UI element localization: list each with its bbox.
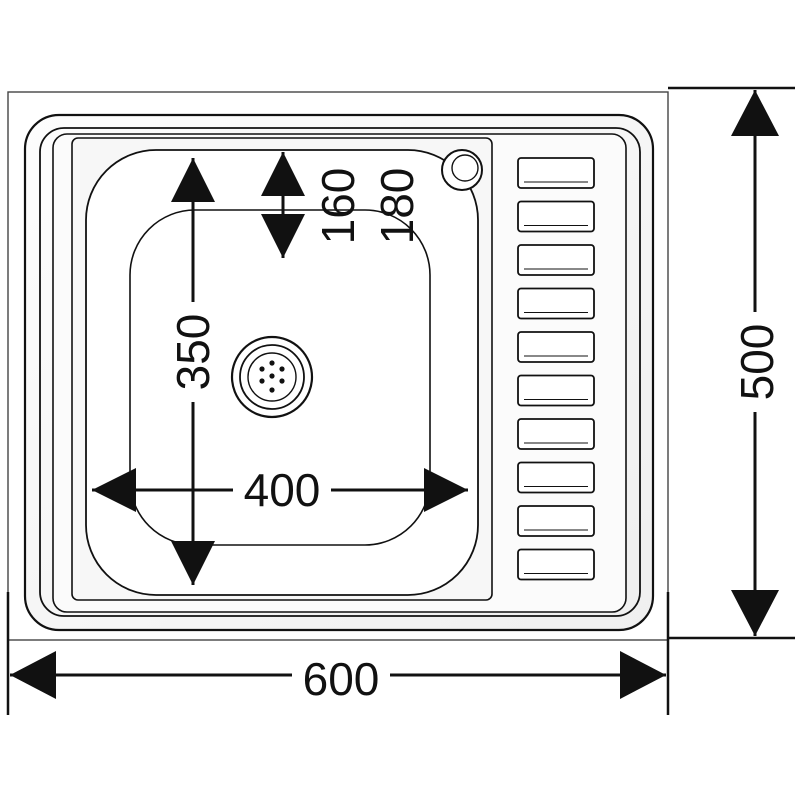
drainboard — [517, 157, 595, 581]
drainboard-rib — [517, 331, 595, 363]
sink-rim-inner — [39, 127, 641, 617]
dim-overall-width-arrow-start — [10, 651, 56, 699]
dim-overall-depth-arrow-end — [731, 590, 779, 636]
dim-bowl-length-arrow-end — [171, 541, 215, 585]
drainboard-rib — [517, 374, 595, 407]
drainboard-rib — [517, 418, 595, 450]
faucet-hole-outer — [441, 149, 483, 191]
drainboard-rib — [517, 200, 595, 233]
dim-overall-width-arrow-end — [620, 651, 666, 699]
dim-overall-depth-arrow-start — [731, 90, 779, 136]
dim-bowl-depth-arrow-end — [261, 214, 305, 258]
overall-depth-label: 500 — [731, 324, 783, 401]
drainboard-rib — [517, 157, 595, 189]
overall-width-label: 600 — [303, 653, 380, 705]
drain — [230, 335, 314, 419]
drainboard-rib — [517, 287, 595, 320]
bowl-depth-bottom-label: 160 — [312, 168, 364, 245]
dim-bowl-depth-arrow-start — [261, 152, 305, 196]
drain-inner-ring — [247, 352, 297, 402]
drainboard-rib — [517, 548, 595, 581]
dim-bowl-width-arrow-end — [424, 468, 468, 512]
bowl-width-label: 400 — [244, 464, 321, 516]
faucet-hole — [441, 149, 483, 191]
drainboard-rib — [517, 244, 595, 276]
drain-middle-ring — [239, 344, 305, 410]
dim-bowl-length-arrow-start — [171, 158, 215, 202]
drainboard-rib — [517, 505, 595, 537]
dim-bowl-width-arrow-start — [92, 468, 136, 512]
drain-holes — [259, 360, 285, 393]
bowl-depth-top-label: 180 — [371, 168, 423, 245]
bowl-bottom — [129, 209, 431, 546]
dimension-labels: 600 500 400 350 160 180 — [166, 168, 783, 705]
faucet-hole-inner — [451, 154, 479, 182]
bowl-length-label: 350 — [167, 314, 219, 391]
drainboard-rib — [517, 461, 595, 494]
